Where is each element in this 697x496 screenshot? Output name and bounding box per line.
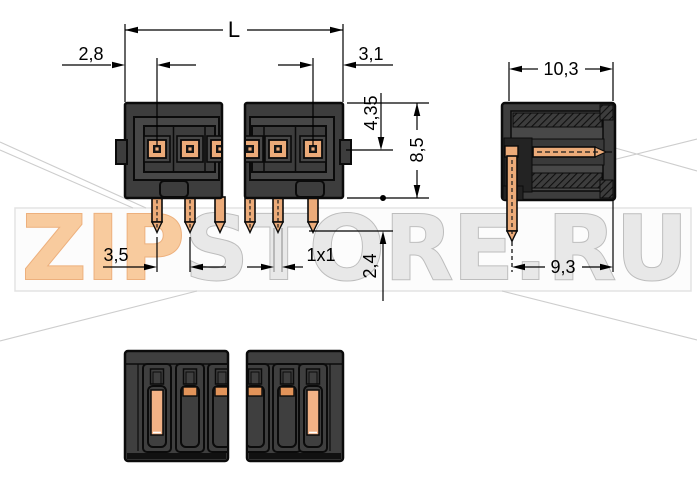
pin-socket bbox=[264, 135, 292, 163]
dimension-8-5: 8,5 bbox=[347, 102, 429, 201]
arrowhead bbox=[144, 263, 157, 271]
arrowhead bbox=[282, 263, 295, 271]
arrowhead bbox=[512, 263, 525, 271]
pin-socket bbox=[176, 135, 204, 163]
arrowhead bbox=[125, 26, 138, 34]
dimension-dot bbox=[380, 195, 386, 201]
pin-tip-vertical bbox=[505, 230, 519, 244]
hatch-strip-top bbox=[512, 112, 603, 128]
contact-channel bbox=[248, 363, 270, 453]
bottom-edge-strip bbox=[127, 453, 226, 459]
hatch-corner-top bbox=[599, 104, 614, 121]
bottom-notch bbox=[159, 180, 189, 197]
pin-socket bbox=[206, 135, 221, 163]
arrowhead bbox=[377, 137, 385, 150]
arrowhead bbox=[413, 185, 421, 198]
side-view bbox=[500, 101, 617, 244]
diagonal-line bbox=[0, 290, 198, 342]
front-left-half bbox=[115, 101, 224, 200]
dimension-4-35: 4,35 bbox=[346, 93, 393, 151]
diagonal-line bbox=[607, 145, 697, 172]
arrowhead bbox=[330, 26, 343, 34]
diagonal-line bbox=[0, 149, 134, 209]
diagonal-line bbox=[0, 141, 147, 209]
arrowhead bbox=[379, 231, 387, 244]
side-tab bbox=[339, 139, 352, 165]
arrowhead bbox=[413, 103, 421, 116]
dimension-2-8: 2,8 bbox=[62, 44, 196, 146]
dimension-3-5: 3,5 bbox=[103, 237, 226, 272]
dim-label-3-1: 3,1 bbox=[358, 44, 383, 64]
dimension-2-4: 2,4 bbox=[309, 230, 393, 301]
dim-label-10-3: 10,3 bbox=[543, 59, 578, 79]
arrowhead bbox=[600, 65, 613, 73]
front-view bbox=[115, 101, 352, 234]
arrowhead bbox=[261, 263, 274, 271]
dimension-L: L bbox=[124, 17, 344, 102]
dimension-1x1: 1x1 bbox=[247, 228, 336, 272]
right-angle-pin bbox=[504, 145, 612, 244]
dimension-10-3: 10,3 bbox=[508, 59, 614, 101]
watermark-text: ZIPSTORE.RU bbox=[22, 196, 688, 300]
dim-label-3-5: 3,5 bbox=[103, 245, 128, 265]
dimension-3-1: 3,1 bbox=[278, 44, 393, 146]
bottom-edge-strip bbox=[249, 453, 341, 459]
arrowhead bbox=[157, 61, 170, 69]
watermark: ZIPSTORE.RU bbox=[14, 195, 692, 301]
dim-label-1x1: 1x1 bbox=[306, 245, 335, 265]
arrowhead bbox=[509, 65, 522, 73]
dim-label-2-8: 2,8 bbox=[78, 44, 103, 64]
front-right-half bbox=[243, 101, 352, 200]
arrowhead bbox=[190, 263, 203, 271]
dim-label-4-35: 4,35 bbox=[361, 95, 381, 130]
dim-label-8-5: 8,5 bbox=[407, 137, 427, 162]
dimensions: L 2,8 3,1 4,35 bbox=[62, 17, 614, 301]
dimension-9-3: 9,3 bbox=[511, 200, 614, 277]
contact-channel bbox=[175, 363, 205, 453]
bottom-view bbox=[123, 349, 345, 463]
pin-socket bbox=[246, 135, 264, 163]
contact-channel bbox=[207, 363, 227, 453]
bottom-right-half bbox=[245, 349, 345, 463]
diagonal-guard-lines bbox=[0, 138, 697, 342]
arrowhead bbox=[300, 61, 313, 69]
watermark-store: STORE.RU bbox=[185, 196, 688, 300]
side-tab bbox=[115, 139, 128, 165]
dim-label-L: L bbox=[228, 17, 240, 42]
arrowhead bbox=[112, 61, 125, 69]
arrowhead bbox=[343, 61, 356, 69]
bottom-left-half bbox=[123, 349, 230, 463]
bottom-notch bbox=[295, 180, 325, 197]
contact-channel bbox=[142, 363, 172, 453]
hatch-corner-bottom bbox=[599, 179, 614, 199]
contact-channel bbox=[272, 363, 302, 453]
dim-label-9-3: 9,3 bbox=[550, 257, 575, 277]
arrowhead bbox=[600, 263, 613, 271]
contact-channel bbox=[298, 363, 328, 453]
watermark-band bbox=[14, 207, 692, 292]
diagonal-line bbox=[501, 290, 697, 341]
hatch-strip-bottom bbox=[527, 172, 603, 189]
dim-label-2-4: 2,4 bbox=[360, 253, 380, 278]
